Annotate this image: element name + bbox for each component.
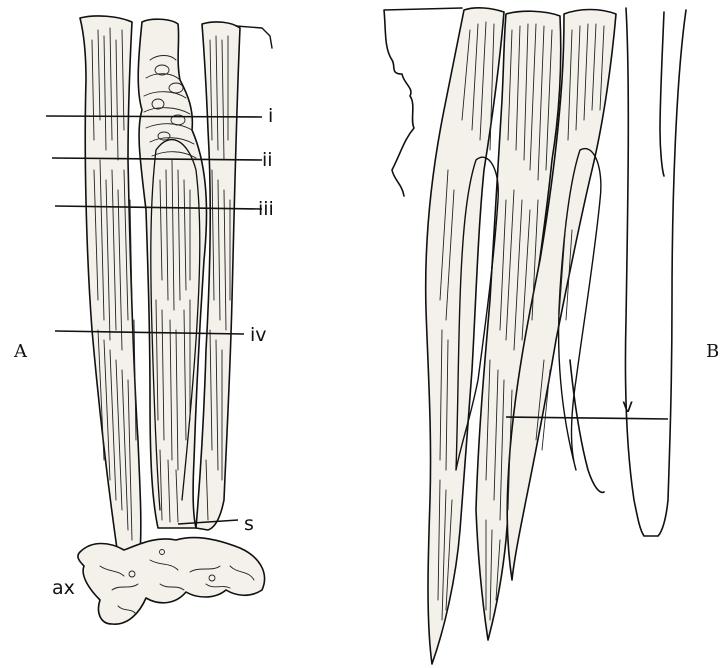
label-ax: ax bbox=[52, 577, 75, 599]
label-s: s bbox=[244, 513, 254, 535]
label-ii: ii bbox=[262, 149, 273, 171]
figure-a: i ii iii iv s ax A bbox=[13, 16, 274, 624]
figure-b: v B bbox=[384, 8, 719, 664]
label-i: i bbox=[268, 105, 273, 127]
right-thin-line-b bbox=[660, 12, 664, 176]
panel-label-b: B bbox=[706, 341, 719, 362]
central-strand-a bbox=[138, 19, 206, 528]
right-taper-b bbox=[625, 8, 686, 536]
label-iii: iii bbox=[258, 198, 274, 220]
label-v: v bbox=[622, 395, 633, 417]
right-tick-b bbox=[570, 360, 604, 492]
section-line-i bbox=[46, 116, 262, 117]
frame-edge-a bbox=[236, 26, 272, 48]
axis-base-ax bbox=[78, 538, 265, 625]
label-iv: iv bbox=[250, 324, 267, 346]
panel-label-a: A bbox=[13, 341, 28, 362]
